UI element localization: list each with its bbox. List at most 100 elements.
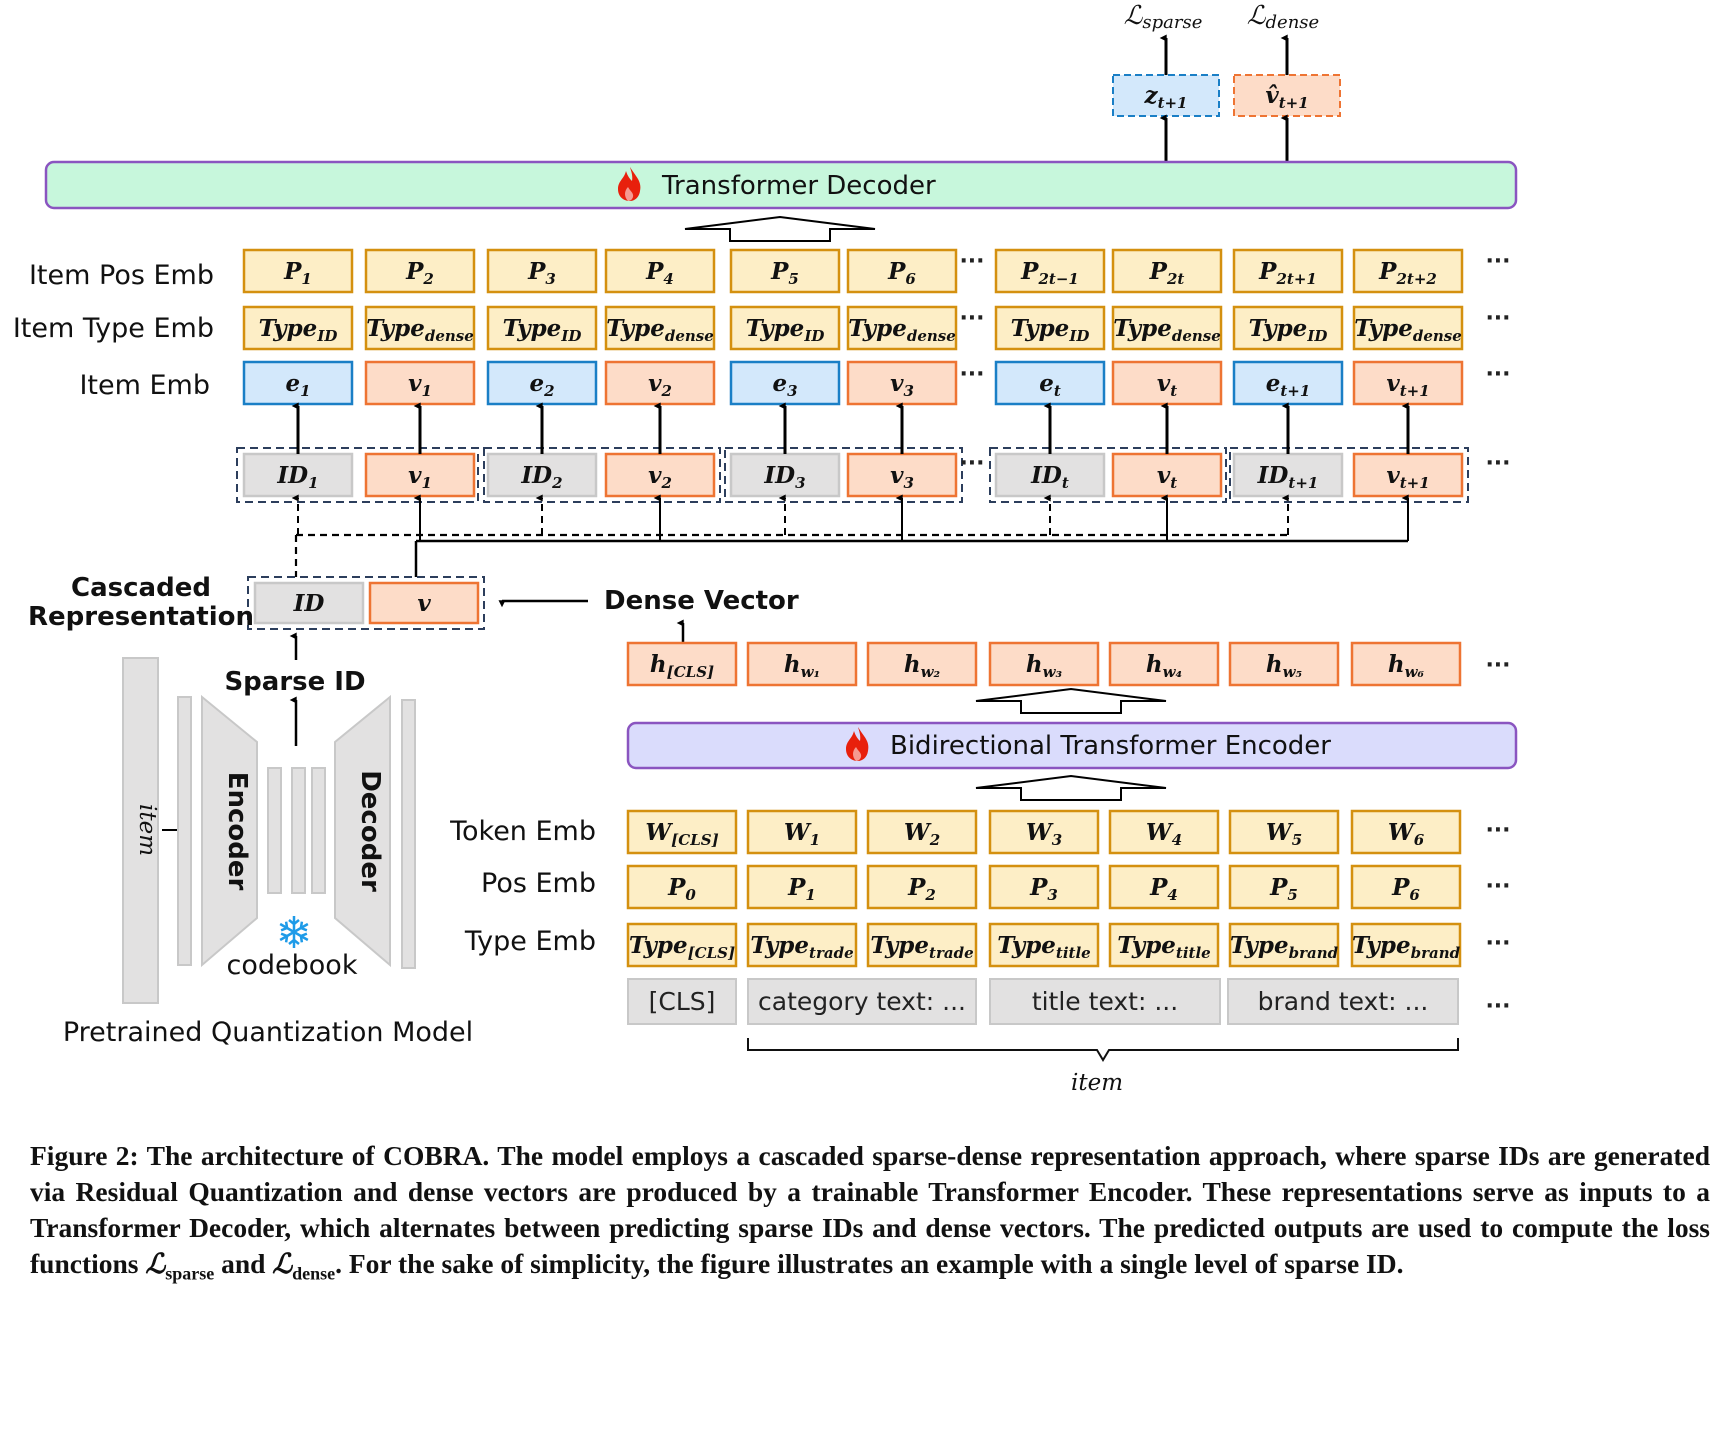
token-emb-4: W4 [1108, 809, 1220, 855]
cascaded-input-9-label-base: v [1386, 462, 1400, 489]
ellipsis-end-row-1: ··· [1485, 306, 1510, 331]
loss-dense-label: ℒdense [1247, 1, 1319, 33]
item-type-emb-3-label: Typedense [606, 315, 714, 345]
hidden-state-2-box [866, 641, 978, 687]
type-emb-3: Typetitle [988, 922, 1100, 968]
token-emb-2-label-sub: 2 [929, 831, 940, 849]
cascaded-input-9: vt+1 [1352, 452, 1464, 498]
item-type-emb-5-label-sub: dense [907, 327, 956, 345]
text-input-label-2: title text: ... [1032, 987, 1178, 1016]
cascaded-input-9-label-sub: t+1 [1400, 474, 1430, 492]
cascaded-v-box-label: v [417, 590, 431, 617]
token-emb-5: W5 [1228, 809, 1340, 855]
cascaded-v-box: v [368, 581, 480, 625]
hidden-state-0-label-sub: [CLS] [667, 663, 715, 681]
token-emb-3-label-base: W [1026, 819, 1054, 846]
pos-emb-6-label: P6 [1391, 874, 1420, 904]
fire-icon [846, 727, 869, 761]
type-emb-1: Typetrade [746, 922, 858, 968]
pos-emb-4-label: P4 [1149, 874, 1178, 904]
item-pos-emb-1-label-sub: 2 [422, 270, 433, 288]
caption-text-2: . For the sake of simplicity, the figure… [335, 1248, 1404, 1279]
snowflake-icon [279, 916, 309, 948]
row-label-token-emb: Token Emb [449, 816, 596, 847]
item-emb-1-label-base: v [408, 370, 422, 397]
token-emb-2: W2 [866, 809, 978, 855]
item-type-emb-1-label-base: Type [366, 315, 425, 342]
type-emb-1-box [746, 922, 858, 968]
figure-caption: Figure 2: The architecture of COBRA. The… [30, 1138, 1710, 1292]
item-pos-emb-4-label-sub: 5 [788, 270, 798, 288]
item-emb-0-label-base: e [285, 370, 300, 397]
item-type-emb-9-label: Typedense [1354, 315, 1462, 345]
item-type-emb-5: Typedense [846, 305, 958, 351]
token-emb-3-label: W3 [1026, 819, 1062, 849]
item-pos-emb-7-label-base: P [1149, 258, 1168, 285]
token-emb-5-label-base: W [1266, 819, 1294, 846]
ellipsis-encoder-row-1: ··· [1485, 874, 1510, 899]
hidden-state-3-box [988, 641, 1100, 687]
item-emb-9-label-base: v [1386, 370, 1400, 397]
hidden-state-2-label-sub: w₂ [921, 663, 941, 681]
pos-emb-6-label-base: P [1391, 874, 1410, 901]
item-emb-6: et [994, 360, 1106, 406]
type-emb-2-label-sub: trade [929, 944, 974, 962]
token-emb-6: W6 [1350, 809, 1462, 855]
item-emb-7: vt [1111, 360, 1223, 406]
ellipsis-text-inputs: ··· [1485, 994, 1510, 1019]
item-type-emb-9: Typedense [1352, 305, 1464, 351]
cascaded-input-3-label-sub: 2 [660, 474, 671, 492]
cascaded-id-box-label-base: ID [293, 590, 325, 617]
item-pos-emb-9-label: P2t+2 [1378, 258, 1437, 288]
type-emb-4-box [1108, 922, 1220, 968]
item-type-emb-6-label: TypeID [1011, 315, 1090, 345]
cascaded-id-box-label: ID [293, 590, 325, 617]
item-emb-5: v3 [846, 360, 958, 406]
pos-emb-5-label: P5 [1269, 874, 1298, 904]
pos-emb-5: P5 [1228, 864, 1340, 910]
text-input-label-0: [CLS] [649, 987, 716, 1016]
item-type-emb-2-label: TypeID [503, 315, 582, 345]
hidden-state-6-box [1350, 641, 1462, 687]
token-emb-5-box [1228, 809, 1340, 855]
token-emb-5-label: W5 [1266, 819, 1302, 849]
item-pos-emb-1-label-base: P [405, 258, 424, 285]
fire-icon-flame [846, 727, 869, 761]
item-emb-9-label: vt+1 [1386, 370, 1429, 400]
item-emb-0-label-sub: 1 [300, 382, 310, 400]
ellipsis-mid-row-2: ··· [959, 362, 984, 387]
item-pos-emb-6-label-sub: 2t−1 [1037, 270, 1078, 288]
item-emb-8-box [1232, 360, 1344, 406]
item-emb-8-label-sub: t+1 [1280, 382, 1310, 400]
cascaded-input-6-label: IDt [1030, 462, 1069, 492]
pos-emb-1-box [746, 864, 858, 910]
hidden-state-0-box [626, 641, 738, 687]
token-emb-3: W3 [988, 809, 1100, 855]
pos-emb-3-label-sub: 3 [1047, 886, 1057, 904]
item-type-emb-1-label: Typedense [366, 315, 474, 345]
hidden-state-6-label-sub: w₆ [1405, 663, 1425, 681]
ellipsis-hidden-states: ··· [1485, 653, 1510, 678]
pos-emb-3-box [988, 864, 1100, 910]
type-emb-4: Typetitle [1108, 922, 1220, 968]
type-emb-3-label-sub: title [1056, 944, 1091, 962]
transformer-decoder-label: Transformer Decoder [661, 171, 936, 201]
hidden-state-4-box [1108, 641, 1220, 687]
item-emb-4-label: e3 [772, 370, 797, 400]
hidden-state-0: h[CLS] [626, 641, 738, 687]
type-emb-0: Type[CLS] [626, 922, 738, 968]
pos-emb-0-label-base: P [667, 874, 686, 901]
item-pos-emb-6-box [994, 248, 1106, 294]
pos-emb-6: P6 [1350, 864, 1462, 910]
cascaded-id-box-box [253, 581, 365, 625]
type-emb-0-label: Type[CLS] [629, 932, 735, 962]
item-emb-7-box [1111, 360, 1223, 406]
item-type-emb-3-box [604, 305, 716, 351]
item-type-emb-8-label-sub: ID [1306, 327, 1327, 345]
cascaded-representation-group [247, 576, 485, 630]
item-pos-emb-7-box [1111, 248, 1223, 294]
token-emb-1-label-base: W [784, 819, 812, 846]
cascaded-representation-label-line1: Cascaded [71, 573, 211, 603]
cascaded-input-0: ID1 [242, 452, 354, 498]
